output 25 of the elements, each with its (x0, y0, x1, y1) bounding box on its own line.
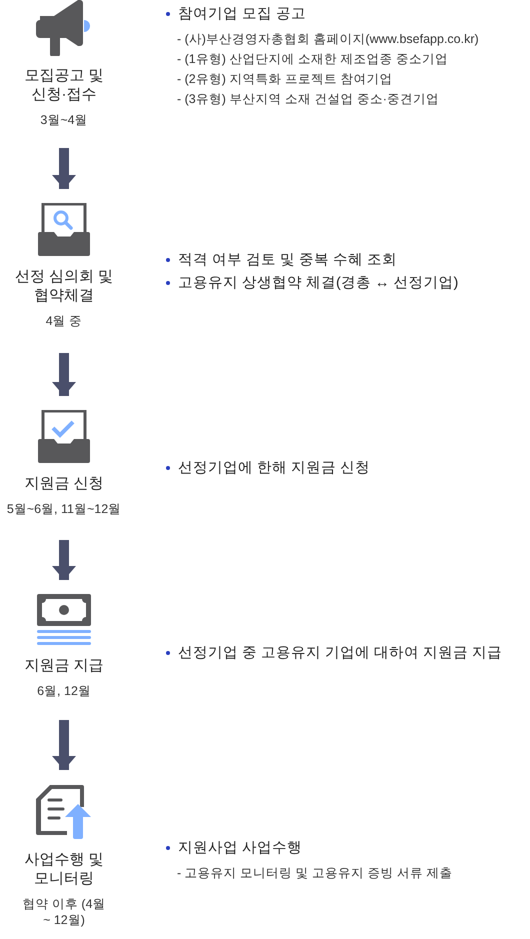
sub-item-text: - (3유형) 부산지역 소재 건설업 중소·중견기업 (177, 91, 439, 107)
sub-item-text: - (1유형) 산업단지에 소재한 제조업종 중소기업 (177, 51, 448, 67)
step-title: 모집공고 및 신청·접수 (23, 66, 105, 104)
bullet-text: 지원사업 사업수행 (178, 839, 302, 858)
sub-item-text: - (사)부산경영자총협회 홈페이지(www.bsefapp.co.kr) (177, 31, 479, 47)
down-arrow (52, 353, 76, 396)
bullet-text: 고용유지 상생협약 체결(경총 ↔ 선정기업) (178, 274, 458, 293)
bullet-text: 선정기업에 한해 지원금 신청 (178, 459, 370, 478)
step-period: 협약 이후 (4월 ~ 12월) (21, 896, 107, 928)
step-period: 3월~4월 (40, 112, 88, 128)
step-title: 지원금 신청 (23, 474, 105, 493)
step-period: 4월 중 (46, 313, 82, 329)
step-period: 6월, 12월 (37, 683, 91, 699)
down-arrow (52, 540, 76, 580)
bullet-text: 적격 여부 검토 및 중복 수혜 조회 (178, 251, 398, 270)
step-title: 지원금 지급 (23, 656, 105, 675)
step-period: 5월~6월, 11월~12월 (6, 501, 122, 517)
bullet-text: 참여기업 모집 공고 (178, 5, 306, 24)
step-title: 선정 심의회 및 협약체결 (14, 267, 114, 305)
step-title: 사업수행 및 모니터링 (23, 850, 105, 888)
bullet-text: 선정기업 중 고용유지 기업에 대하여 지원금 지급 (178, 644, 502, 663)
down-arrow (52, 720, 76, 770)
sub-item-text: - (2유형) 지역특화 프로젝트 참여기업 (177, 71, 392, 87)
down-arrow (52, 148, 76, 189)
sub-item-text: - 고용유지 모니터링 및 고용유지 증빙 서류 제출 (177, 865, 452, 881)
